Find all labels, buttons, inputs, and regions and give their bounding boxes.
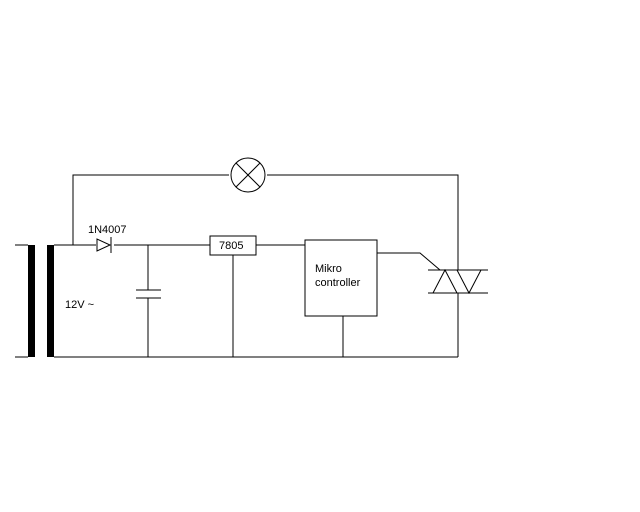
transformer-icon <box>15 244 54 358</box>
lamp-icon <box>230 157 266 193</box>
gate-wire <box>377 252 441 271</box>
triac-icon <box>428 268 488 357</box>
diode-icon <box>96 237 112 253</box>
regulator-7805 <box>209 235 257 357</box>
capacitor-icon <box>136 245 161 357</box>
controller-label-line1: Mikro <box>315 263 342 275</box>
supply-label: 12V ~ <box>65 299 94 311</box>
diode-label: 1N4007 <box>88 224 127 236</box>
regulator-label: 7805 <box>219 240 243 252</box>
top-wire <box>72 174 459 270</box>
microcontroller <box>304 239 378 357</box>
controller-label-line2: controller <box>315 277 361 289</box>
